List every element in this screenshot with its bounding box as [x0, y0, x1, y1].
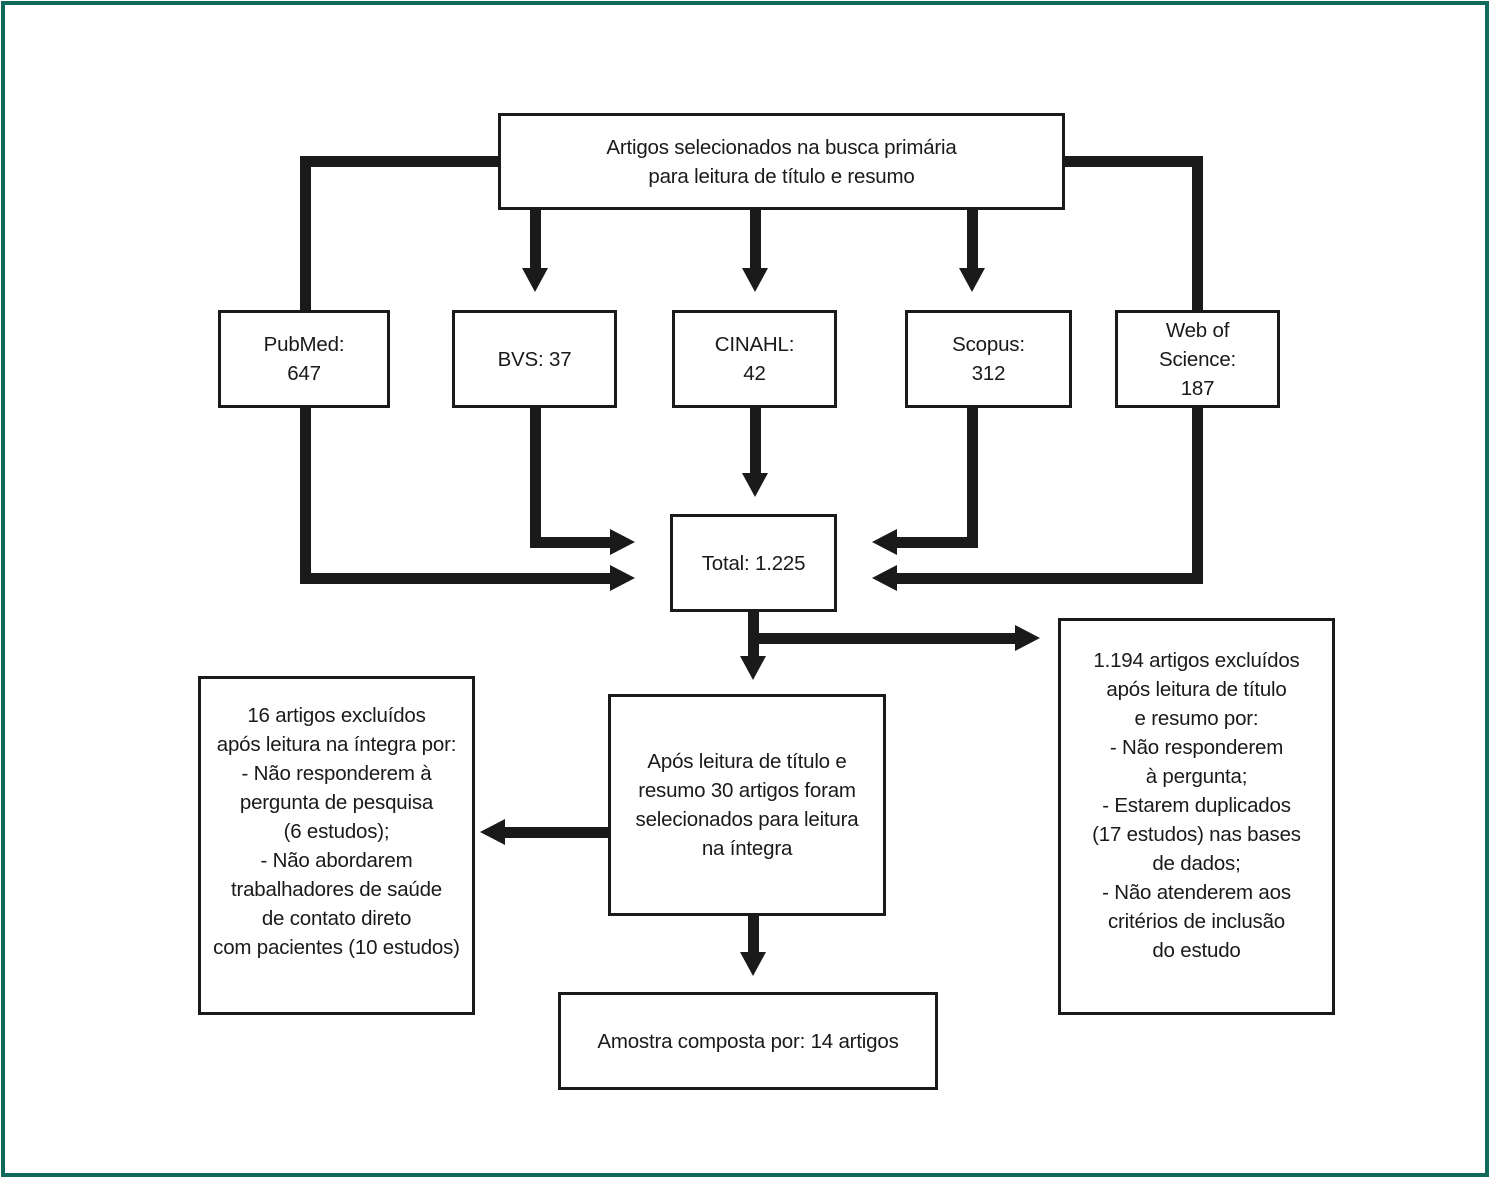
connector-primary-to-cinahl — [750, 210, 761, 270]
connector-primary-to-scopus — [967, 210, 978, 270]
node-excluded-full-reading-label: 16 artigos excluídos após leitura na ínt… — [213, 704, 460, 959]
node-final-sample: Amostra composta por: 14 artigos — [558, 992, 938, 1090]
arrowhead-right-excluded — [1015, 625, 1040, 651]
node-excluded-title-abstract-label: 1.194 artigos excluídos após leitura de … — [1092, 649, 1301, 962]
node-selected-full-reading-label: Após leitura de título e resumo 30 artig… — [635, 750, 859, 860]
arrowhead-down-sample — [740, 952, 766, 976]
node-pubmed: PubMed: 647 — [218, 310, 390, 408]
connector-selected-to-sample — [748, 916, 759, 954]
connector-primary-to-bvs — [530, 210, 541, 270]
arrowhead-right-bvs — [610, 529, 635, 555]
node-excluded-full-reading: 16 artigos excluídos após leitura na ínt… — [198, 676, 475, 1015]
connector-scopus-to-total-horizontal — [897, 537, 967, 548]
arrowhead-left-scopus — [872, 529, 897, 555]
connector-pubmed-to-total-horizontal — [311, 573, 610, 584]
arrowhead-down-scopus — [959, 268, 985, 292]
node-final-sample-label: Amostra composta por: 14 artigos — [597, 1029, 899, 1053]
connector-pubmed-to-total-vertical — [300, 408, 311, 584]
connector-wos-to-total-horizontal — [897, 573, 1192, 584]
node-total-label: Total: 1.225 — [701, 551, 806, 575]
node-total: Total: 1.225 — [670, 514, 837, 612]
node-scopus: Scopus: 312 — [905, 310, 1072, 408]
node-web-of-science-label: Web of Science: 187 — [1158, 318, 1237, 400]
node-bvs-label: BVS: 37 — [497, 347, 572, 371]
connector-scopus-to-total-vertical — [967, 408, 978, 548]
arrowhead-left-excluded — [480, 819, 505, 845]
connector-primary-to-wos-vertical — [1192, 156, 1203, 310]
node-web-of-science: Web of Science: 187 — [1115, 310, 1280, 408]
connector-primary-to-pubmed-horizontal — [300, 156, 500, 167]
node-excluded-title-abstract: 1.194 artigos excluídos após leitura de … — [1058, 618, 1335, 1015]
connector-total-to-excluded-right — [748, 633, 1015, 644]
connector-bvs-to-total-vertical — [530, 408, 541, 548]
node-primary-search: Artigos selecionados na busca primária p… — [498, 113, 1065, 210]
node-selected-full-reading: Após leitura de título e resumo 30 artig… — [608, 694, 886, 916]
node-primary-search-label: Artigos selecionados na busca primária p… — [606, 135, 957, 188]
arrowhead-down-cinahl — [742, 268, 768, 292]
connector-selected-to-excluded-left — [505, 827, 608, 838]
arrowhead-left-wos — [872, 565, 897, 591]
connector-bvs-to-total-horizontal — [541, 537, 610, 548]
node-cinahl-label: CINAHL: 42 — [714, 333, 795, 385]
arrowhead-right-pubmed — [610, 565, 635, 591]
arrowhead-down-bvs — [522, 268, 548, 292]
connector-wos-to-total-vertical — [1192, 408, 1203, 584]
node-pubmed-label: PubMed: 647 — [263, 333, 345, 385]
node-cinahl: CINAHL: 42 — [672, 310, 837, 408]
arrowhead-down-cinahl-total — [742, 473, 768, 497]
connector-primary-to-wos-horizontal — [1063, 156, 1203, 167]
node-bvs: BVS: 37 — [452, 310, 617, 408]
node-scopus-label: Scopus: 312 — [952, 333, 1025, 385]
connector-primary-to-pubmed-vertical — [300, 156, 311, 310]
arrowhead-down-total-selected — [740, 656, 766, 680]
connector-cinahl-to-total — [750, 408, 761, 475]
